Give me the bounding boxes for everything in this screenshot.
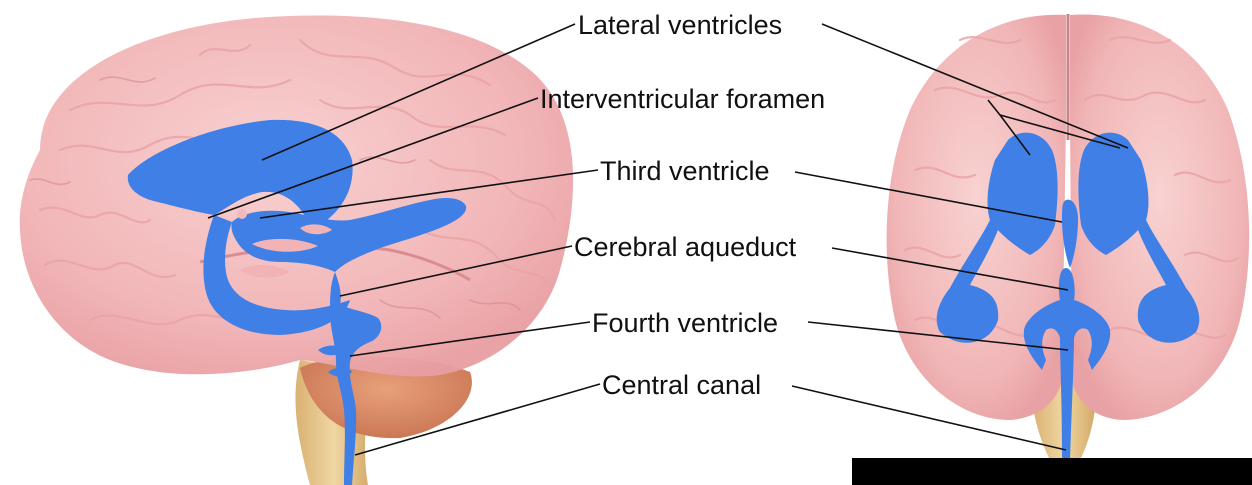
label-third-ventricle: Third ventricle (600, 156, 770, 186)
redaction-bar (852, 458, 1252, 485)
label-cerebral-aqueduct: Cerebral aqueduct (574, 232, 797, 262)
label-interventricular-foramen: Interventricular foramen (540, 84, 825, 114)
label-fourth-ventricle: Fourth ventricle (592, 308, 778, 338)
label-central-canal: Central canal (602, 370, 761, 400)
labels: Lateral ventricles Interventricular fora… (540, 10, 825, 400)
label-lateral-ventricles: Lateral ventricles (578, 10, 782, 40)
